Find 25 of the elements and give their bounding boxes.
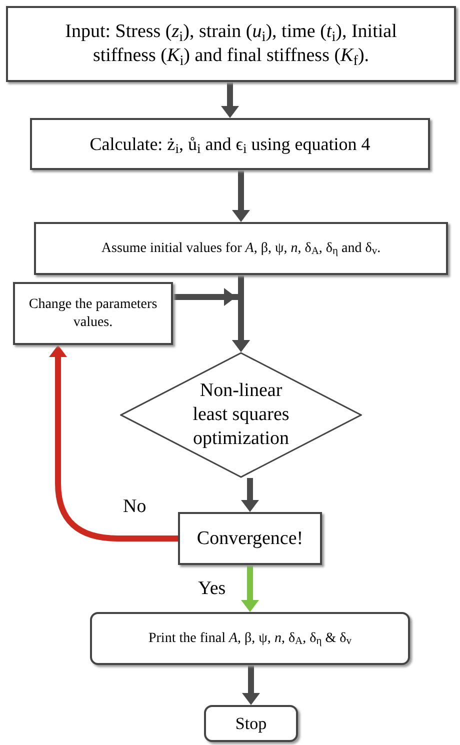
- process-box: [204, 705, 298, 742]
- node-text: Print the final A, β, ψ, n, δ$_{A}$, δ$_{η}$ & δ$_{v}$: [147, 630, 352, 648]
- process-box: [13, 282, 173, 345]
- arrow: [221, 82, 239, 118]
- decision-diamond: [120, 352, 362, 478]
- arrow: [242, 665, 260, 705]
- process-box: [34, 222, 448, 275]
- node-text: Convergence!: [196, 526, 304, 550]
- process-box: [30, 118, 430, 170]
- arrow: [241, 478, 259, 512]
- arrow: [241, 565, 259, 612]
- process-box: [178, 512, 322, 565]
- arrow: [49, 345, 178, 542]
- node-text: Non-linear least squares optimization: [192, 379, 290, 451]
- edge-label: Yes: [198, 578, 226, 598]
- edge-label: No: [123, 496, 146, 516]
- node-text: Change the parameters values.: [28, 296, 158, 331]
- node-text: Stop: [234, 712, 268, 734]
- process-box: [6, 6, 456, 82]
- node-text: Assume initial values for A, β, ψ, n, δ$_{A}$, δ$_{η}$ and δ$_{v}$.: [100, 240, 382, 258]
- node-text: Calculate: ż$_{i}$, ů$_{i}$ and ϵ$_{i}$ using equation 4: [88, 132, 372, 156]
- process-box: [90, 612, 410, 665]
- arrow: [173, 288, 250, 352]
- node-text: Input: Stress (z$_{i}$), strain (u$_{i}$), time (t$_{i}$), Initial stiffness (K$_{i}$) and final stiffness (K$_{f}$).: [64, 20, 398, 68]
- arrow: [232, 170, 250, 222]
